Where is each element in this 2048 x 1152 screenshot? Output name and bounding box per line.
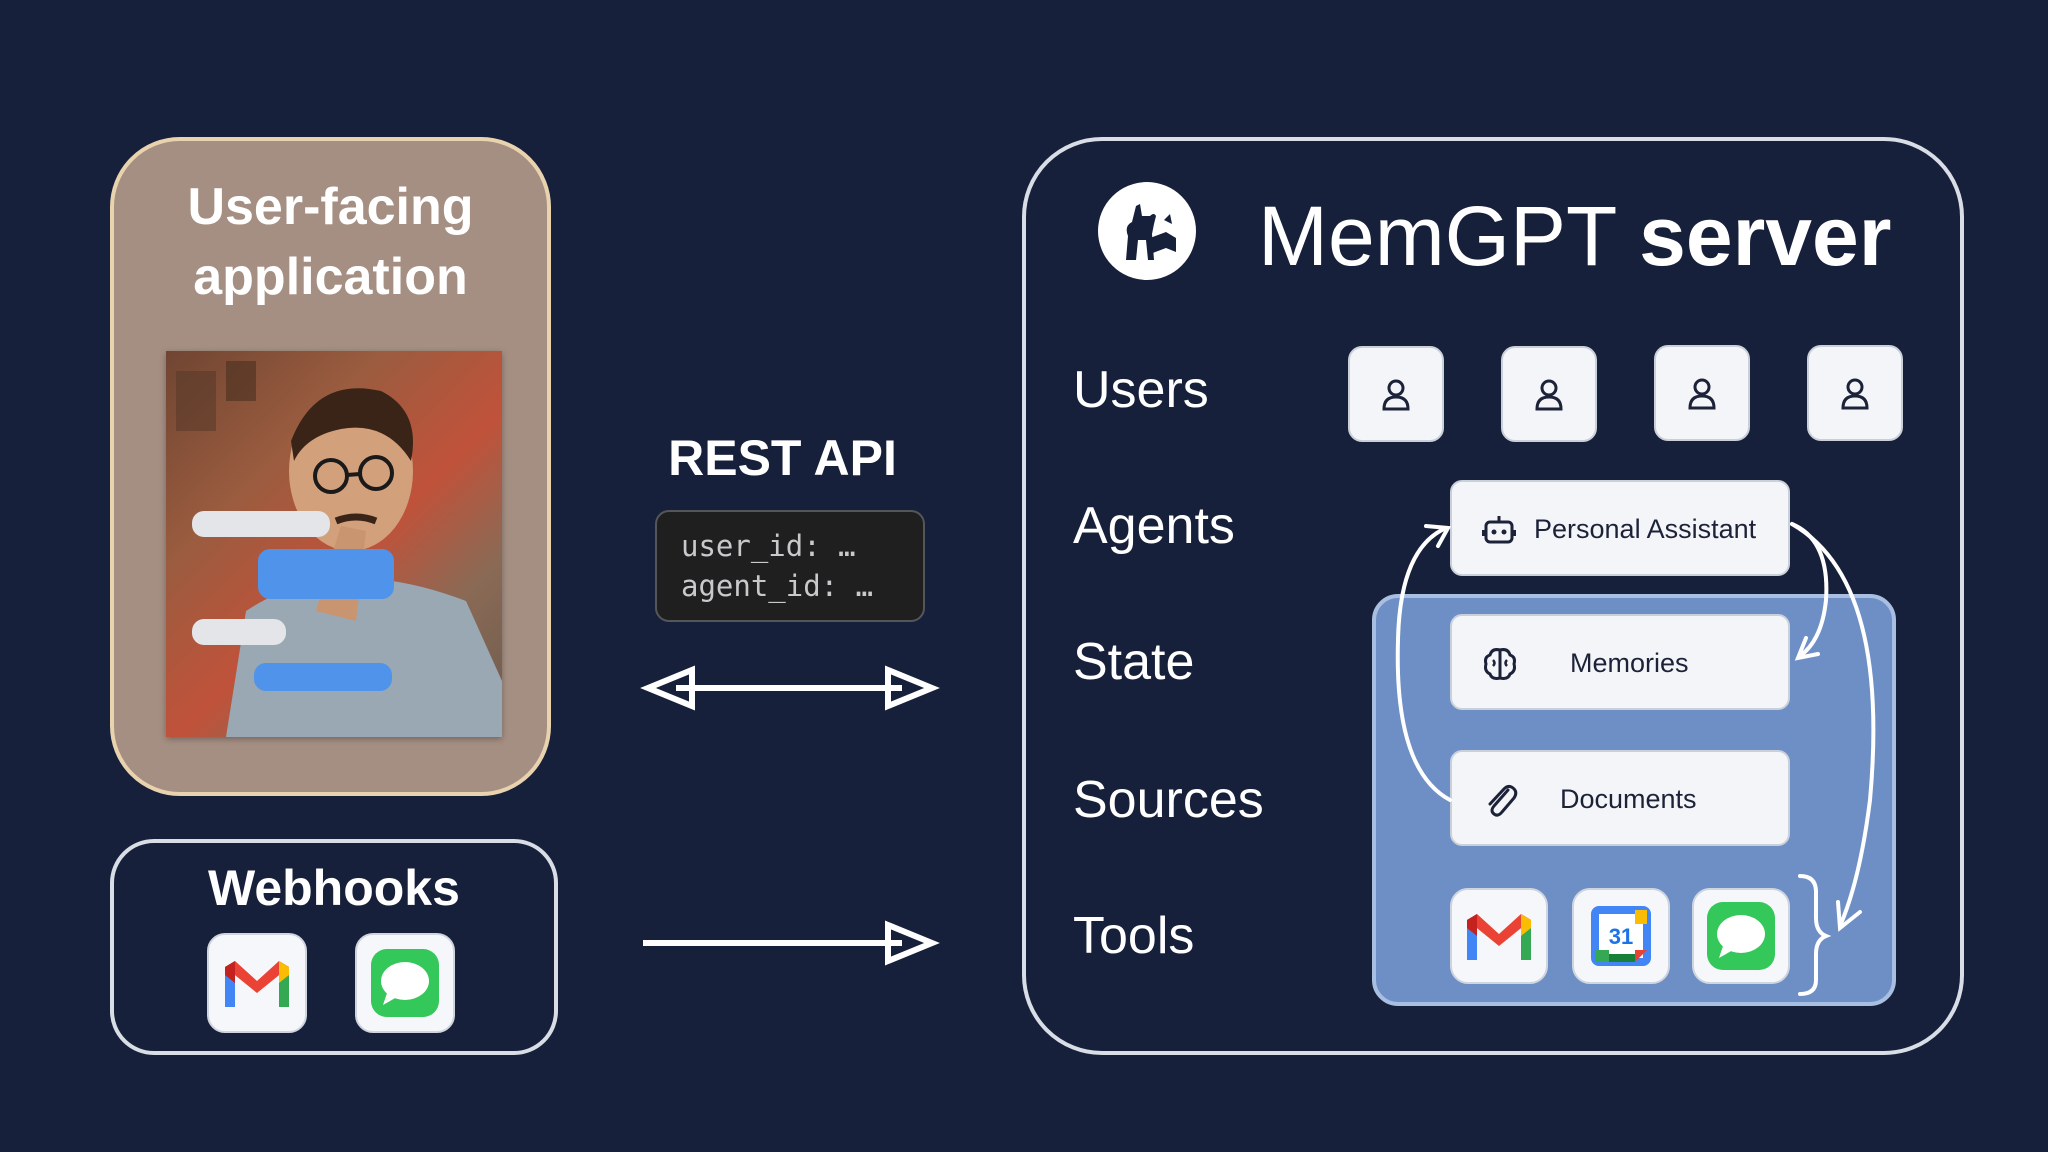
agents-label: Agents bbox=[1073, 497, 1235, 555]
tools-label: Tools bbox=[1073, 907, 1195, 965]
chat-bubble-sent-2 bbox=[254, 663, 392, 691]
chat-bubble-received-1 bbox=[192, 511, 330, 537]
agent-personal-assistant: Personal Assistant bbox=[1450, 480, 1790, 576]
server-title-server: server bbox=[1639, 189, 1892, 283]
calendar-day: 31 bbox=[1609, 924, 1633, 949]
chat-bubble-sent-1 bbox=[258, 549, 394, 599]
paperclip-icon bbox=[1488, 784, 1518, 817]
user-icon bbox=[1535, 379, 1563, 411]
user-tile-2 bbox=[1501, 346, 1597, 442]
webhook-arrow bbox=[643, 920, 940, 966]
agent-label: Personal Assistant bbox=[1534, 514, 1757, 544]
user-tile-1 bbox=[1348, 346, 1444, 442]
user-tile-3 bbox=[1654, 345, 1750, 441]
chat-bubble-received-2 bbox=[192, 619, 286, 645]
users-label: Users bbox=[1073, 361, 1209, 419]
webhooks-card bbox=[110, 839, 558, 1055]
user-tile-4 bbox=[1807, 345, 1903, 441]
user-facing-application-title: User-facing application bbox=[110, 172, 551, 312]
rest-api-code-box: user_id: … agent_id: … bbox=[655, 510, 925, 622]
gmail-icon bbox=[207, 933, 307, 1033]
chat-photo bbox=[166, 351, 502, 737]
user-icon bbox=[1841, 378, 1869, 410]
code-line-agent-id: agent_id: … bbox=[681, 569, 874, 603]
memgpt-server-title: MemGPT server bbox=[1258, 190, 1891, 282]
robot-icon bbox=[1482, 516, 1516, 544]
rest-api-title: REST API bbox=[668, 430, 897, 486]
bidirectional-arrow bbox=[640, 665, 940, 711]
state-label: State bbox=[1073, 633, 1195, 691]
tool-gmail-icon bbox=[1450, 888, 1548, 984]
state-memories: Memories bbox=[1450, 614, 1790, 710]
memories-label: Memories bbox=[1570, 648, 1689, 678]
brain-icon bbox=[1484, 648, 1516, 680]
tool-messages-icon bbox=[1692, 888, 1790, 984]
tool-calendar-icon: 31 bbox=[1572, 888, 1670, 984]
user-icon bbox=[1382, 379, 1410, 411]
source-documents: Documents bbox=[1450, 750, 1790, 846]
sources-label: Sources bbox=[1073, 771, 1264, 829]
app-title-line1: User-facing bbox=[187, 178, 474, 236]
memgpt-llama-logo bbox=[1098, 182, 1196, 280]
code-line-user-id: user_id: … bbox=[681, 529, 856, 563]
memgpt-server-card bbox=[1022, 137, 1964, 1055]
app-title-line2: application bbox=[193, 248, 468, 306]
server-title-memgpt: MemGPT bbox=[1258, 189, 1616, 283]
user-icon bbox=[1688, 378, 1716, 410]
webhooks-title: Webhooks bbox=[208, 860, 460, 916]
messages-icon bbox=[355, 933, 455, 1033]
documents-label: Documents bbox=[1560, 784, 1697, 814]
